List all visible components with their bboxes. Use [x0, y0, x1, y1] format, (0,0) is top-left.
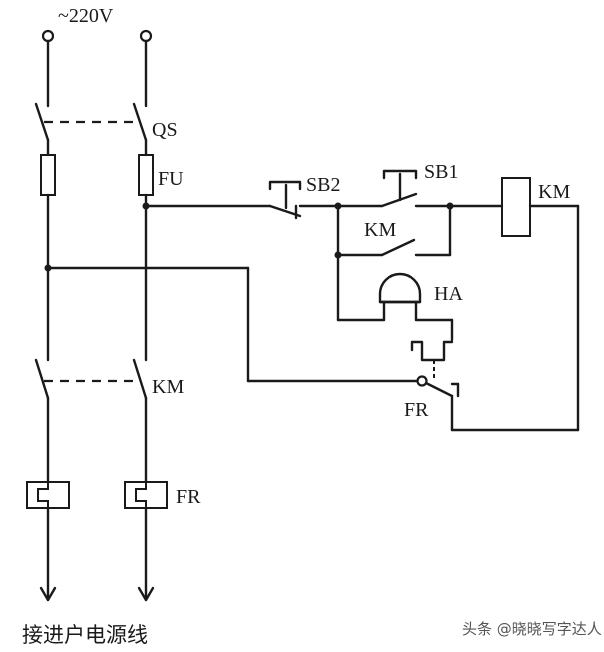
- supply-terminal-right: [139, 29, 153, 43]
- sb1-label: SB1: [424, 161, 458, 183]
- fr-heater-right: [124, 481, 168, 509]
- ha-label: HA: [434, 283, 463, 305]
- fuse-left: [40, 154, 56, 196]
- fuse-right: [138, 154, 154, 196]
- km-aux-contact: [336, 238, 452, 257]
- fr-contact-label: FR: [404, 399, 429, 421]
- sb2-stop-button: [268, 180, 340, 220]
- supply-voltage-label: ~220V: [58, 5, 114, 27]
- qs-label: QS: [152, 119, 178, 141]
- left-main-line: [34, 39, 57, 602]
- fr-heater-left: [26, 481, 70, 509]
- km-coil-label: KM: [538, 181, 570, 203]
- sb2-label: SB2: [306, 174, 340, 196]
- supply-terminal-left: [41, 29, 55, 43]
- ha-alarm-bell-icon: [336, 272, 454, 322]
- fu-label: FU: [158, 168, 184, 190]
- km-coil: [501, 177, 531, 237]
- km-main-label: KM: [152, 376, 184, 398]
- bottom-caption: 接进户电源线: [22, 623, 148, 647]
- right-main-line: [132, 39, 155, 602]
- watermark: 头条 @晓晓写字达人: [462, 620, 602, 638]
- sb1-start-button: [380, 169, 452, 208]
- km-aux-label: KM: [364, 219, 396, 241]
- fr-changeover-contact: [410, 318, 460, 432]
- fr-heater-label: FR: [176, 486, 201, 508]
